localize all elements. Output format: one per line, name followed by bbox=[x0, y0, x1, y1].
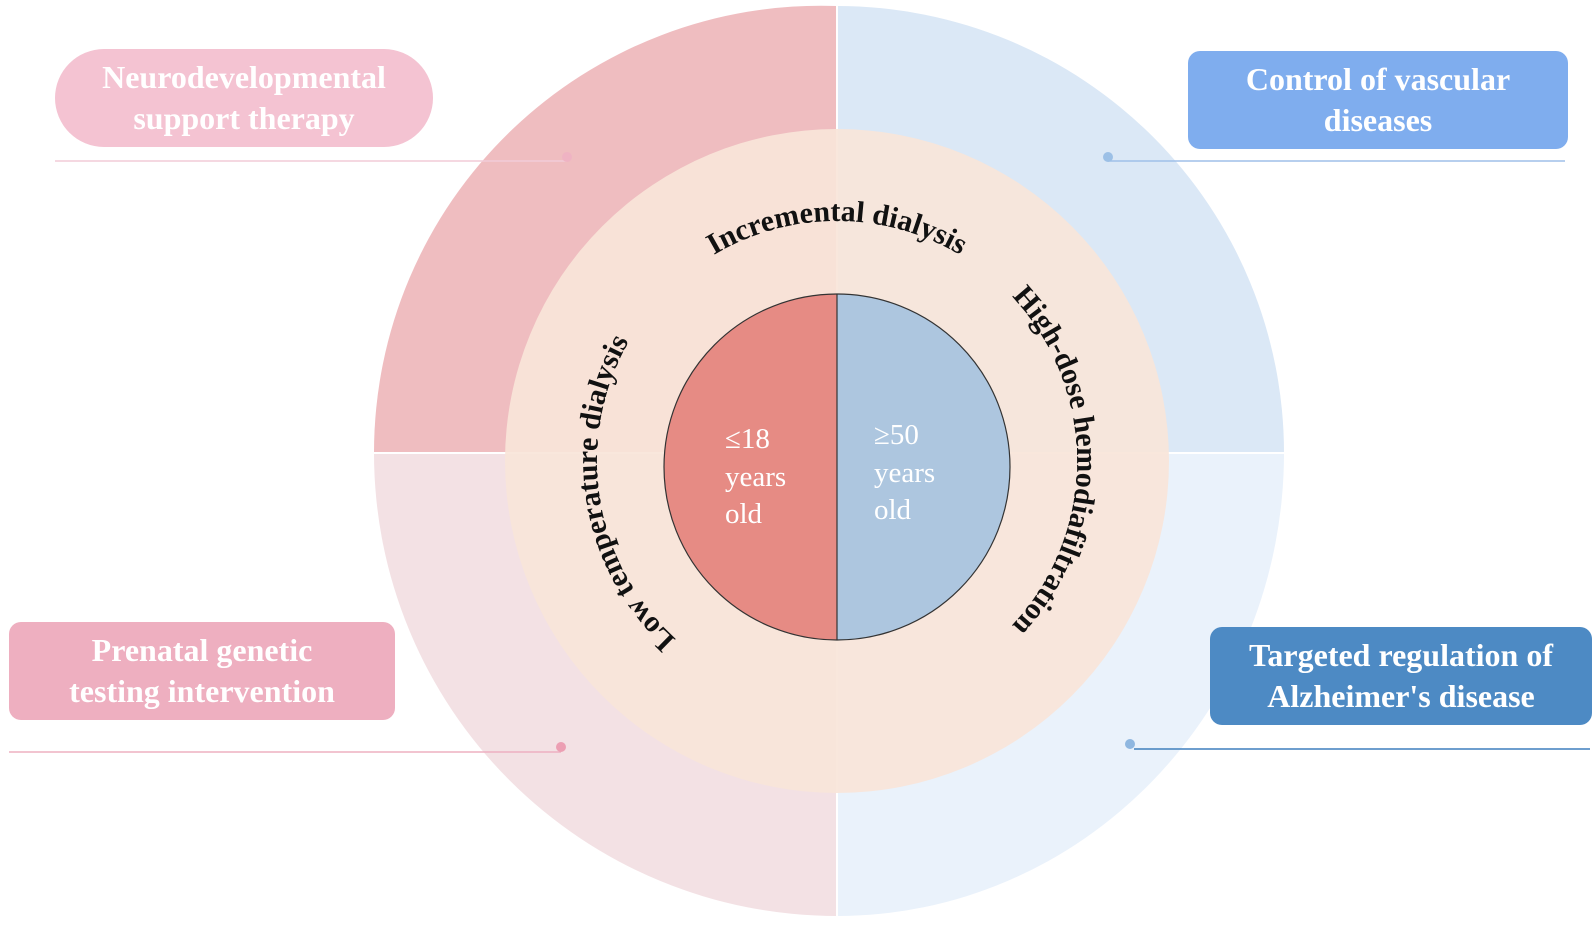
connector-dot-bottom-left bbox=[556, 742, 566, 752]
label-targeted-regulation-alzheimers: Targeted regulation of Alzheimer's disea… bbox=[1210, 627, 1592, 725]
label-line: Alzheimer's disease bbox=[1267, 678, 1535, 714]
label-line: Prenatal genetic bbox=[91, 632, 313, 668]
label-line: diseases bbox=[1323, 102, 1433, 138]
connector-dot-top-right bbox=[1103, 152, 1113, 162]
center-right-text: ≥50 years old bbox=[874, 419, 942, 526]
label-line: Control of vascular bbox=[1245, 61, 1511, 97]
label-prenatal-genetic-testing-intervention: Prenatal genetic testing intervention bbox=[9, 622, 395, 720]
label-control-of-vascular-diseases: Control of vascular diseases bbox=[1188, 51, 1568, 149]
center-half-right bbox=[837, 294, 1010, 640]
label-line: Targeted regulation of bbox=[1249, 637, 1553, 673]
center-left-text: ≤18 years old bbox=[725, 423, 793, 530]
connector-dot-top-left bbox=[562, 152, 572, 162]
label-line: Neurodevelopmental bbox=[102, 59, 386, 95]
center-half-left bbox=[664, 294, 837, 640]
label-neurodevelopmental-support-therapy: Neurodevelopmental support therapy bbox=[55, 49, 433, 147]
label-line: testing intervention bbox=[69, 673, 335, 709]
label-line: support therapy bbox=[133, 100, 355, 136]
connector-dot-bottom-right bbox=[1125, 739, 1135, 749]
